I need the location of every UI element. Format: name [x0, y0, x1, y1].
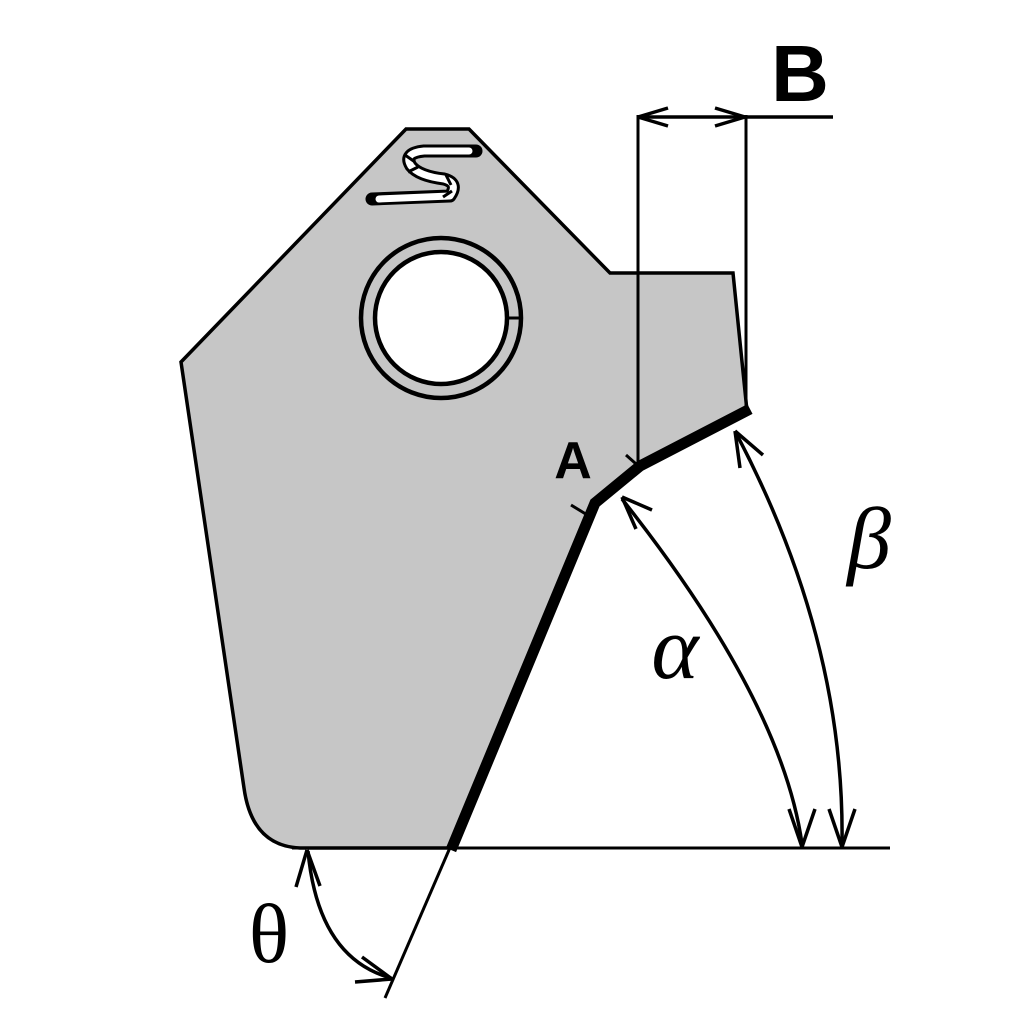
- alpha-arrow-bottom: [787, 808, 817, 848]
- b-arrow-left: [637, 106, 669, 128]
- label-theta: θ: [249, 888, 289, 981]
- s-logo-inner: [375, 147, 473, 203]
- b-arrow-right: [714, 106, 746, 128]
- theta-arrow-top: [294, 849, 322, 888]
- mounting-hole: [358, 235, 524, 401]
- theta-arc-curve: [306, 850, 392, 980]
- s-logo-hatches: [404, 153, 453, 199]
- beta-arc-curve: [734, 432, 844, 845]
- label-land-a: A: [554, 432, 592, 490]
- label-alpha: α: [651, 599, 700, 698]
- alpha-angle-arc: [620, 495, 817, 848]
- beta-angle-arc: [733, 429, 857, 848]
- theta-angle-arc: [294, 849, 394, 984]
- label-dimension-b: B: [771, 29, 829, 118]
- alpha-arrow-top: [620, 495, 653, 530]
- label-beta: β: [845, 491, 891, 588]
- land-tick-lower: [570, 503, 590, 518]
- land-tick-upper: [625, 453, 644, 472]
- insert-body-shape: [179, 127, 749, 850]
- b-dimension: [636, 106, 833, 464]
- cutting-edge-highlight: [445, 404, 753, 853]
- alpha-arc-curve: [620, 497, 804, 845]
- hole-inner-circle: [372, 249, 510, 387]
- edge-extension-line: [383, 842, 454, 999]
- beta-arrow-top: [733, 429, 765, 469]
- beta-arrow-bottom: [827, 808, 857, 848]
- theta-arrow-bottom: [354, 955, 394, 984]
- s-logo: [365, 144, 483, 206]
